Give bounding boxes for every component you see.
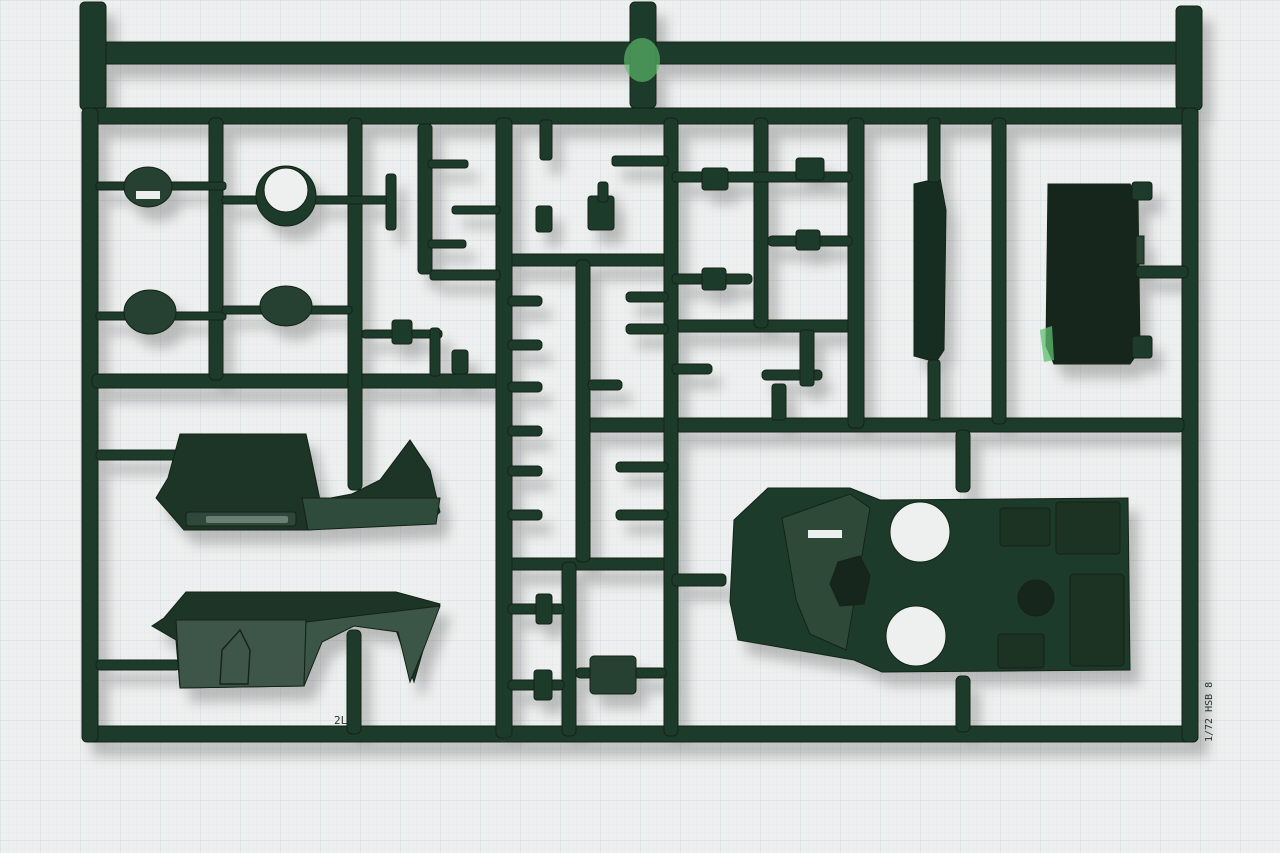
- part-round-hatch-3: [95, 289, 227, 335]
- rail-v-7: [663, 117, 679, 737]
- part-hull-side-lower: [95, 591, 441, 689]
- gate-side-panel: [927, 117, 941, 183]
- translucent-gate-top: [624, 38, 660, 82]
- rail-v-6: [561, 561, 577, 737]
- label-20f: 20F: [500, 732, 520, 745]
- rail-v-9: [847, 117, 865, 429]
- rail-h-center-low: [504, 557, 678, 571]
- floor-hole-lower: [885, 605, 947, 667]
- rail-v-5: [575, 259, 591, 563]
- part-round-hatch-1: [95, 166, 227, 208]
- part-hull-side-upper: [95, 433, 441, 531]
- rail-v-12: [955, 675, 971, 733]
- small-parts-cluster-c: [671, 157, 853, 421]
- rail-v-1: [208, 117, 224, 381]
- top-right-post: [1175, 5, 1203, 111]
- part-round-hatch-4: [221, 285, 353, 327]
- frame-bottom-rail: [83, 725, 1199, 743]
- rail-v-10: [991, 117, 1007, 425]
- part-hull-floor-plate: [729, 487, 1131, 673]
- rail-v-3: [346, 629, 362, 735]
- frame-top-rail: [83, 107, 1199, 125]
- top-left-post: [79, 1, 107, 111]
- label-2l: 2L: [334, 714, 348, 727]
- small-parts-cluster-b: [535, 119, 669, 233]
- part-side-panel-vertical: [913, 177, 947, 363]
- gate-side-panel-lower: [927, 359, 941, 421]
- floor-hole-upper: [889, 501, 951, 563]
- small-parts-cluster-a: [361, 123, 501, 377]
- rail-v-2: [347, 117, 363, 491]
- part-engine-deck: [1045, 181, 1189, 365]
- part-round-hatch-2: [221, 165, 397, 231]
- small-parts-cluster-d: [507, 573, 727, 701]
- frame-left-rail: [81, 107, 99, 743]
- rail-v-8: [753, 117, 769, 329]
- label-kit-code: 1/72 HSB 8: [1204, 682, 1215, 742]
- peg-column-center: [507, 291, 669, 521]
- sprue-frame: [79, 1, 1203, 743]
- translucent-gate-right: [1040, 326, 1054, 362]
- rail-v-11: [955, 429, 971, 493]
